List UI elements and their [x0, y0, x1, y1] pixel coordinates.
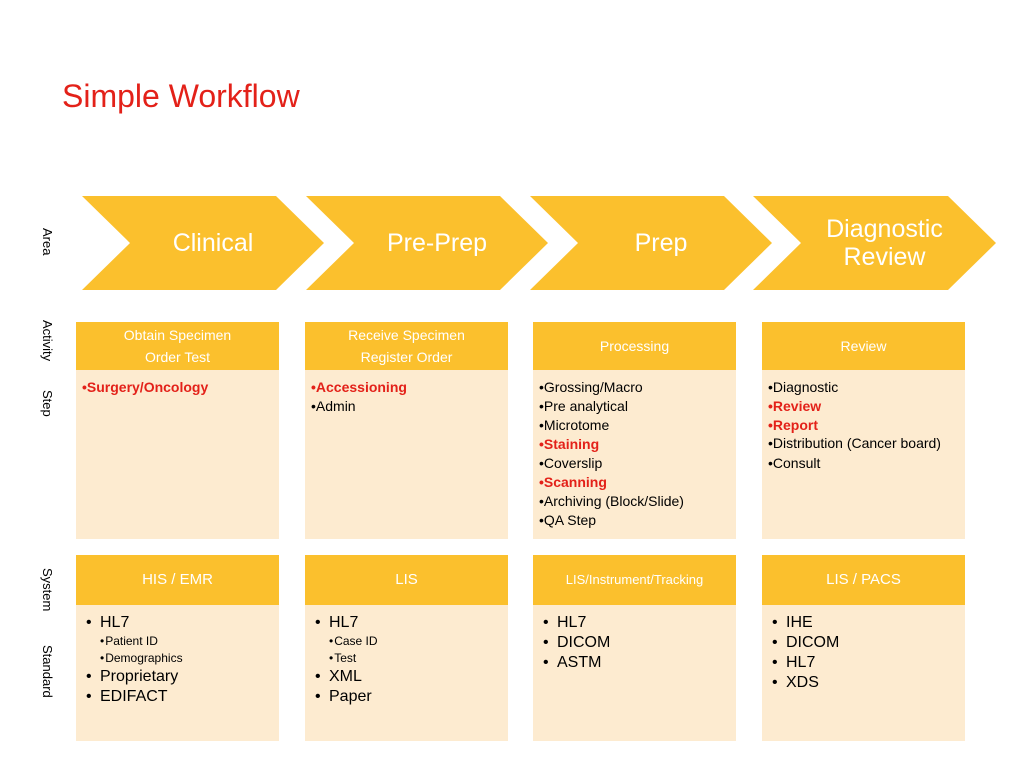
standard-item: ASTM	[543, 653, 730, 673]
standard-item: EDIFACT	[86, 687, 273, 707]
page-title: Simple Workflow	[62, 78, 300, 114]
activity-step-list: •Accessioning •Admin	[311, 378, 502, 416]
system-heading: LIS	[305, 555, 508, 605]
activity-step-list: •Diagnostic •Review •Report •Distribution (…	[768, 378, 959, 473]
standard-subitem: Case ID	[315, 633, 502, 650]
system-box: LIS HL7Case IDTestXMLPaper	[305, 555, 508, 741]
activity-step: •Scanning	[539, 474, 607, 490]
activity-step: •Microtome	[539, 417, 610, 433]
system-standard-list: IHEDICOMHL7XDS	[772, 613, 959, 693]
area-label-clinical: Clinical	[172, 229, 254, 257]
area-label-prep: Prep	[634, 229, 688, 257]
activity-step: •Coverslip	[539, 455, 603, 471]
activity-step: •Surgery/Oncology	[82, 379, 209, 395]
activity-box: Processing •Grossing/Macro •Pre analytical…	[533, 322, 736, 539]
system-box: LIS/Instrument/TrackingHL7DICOMASTM	[533, 555, 736, 741]
activity-heading-line: Order Test	[144, 349, 211, 365]
standard-subitem: Patient ID	[86, 633, 273, 650]
activity-step: •Consult	[768, 455, 821, 471]
chevron-prep	[530, 196, 772, 290]
area-label-pre-prep: Pre-Prep	[386, 229, 488, 257]
standard-item: XML	[315, 667, 502, 687]
standard-item: XDS	[772, 673, 959, 693]
activity-step: •Report	[768, 417, 819, 433]
standard-item: HL7	[543, 613, 730, 633]
system-standard-list: HL7DICOMASTM	[543, 613, 730, 673]
row-label-system: System	[40, 568, 55, 612]
standard-item: Paper	[315, 687, 502, 707]
activity-step-list: •Surgery/Oncology	[82, 378, 273, 397]
standard-item: Proprietary	[86, 667, 273, 687]
row-label-standard: Standard	[40, 645, 55, 698]
activity-step: •Grossing/Macro	[539, 379, 643, 395]
activity-step: •QA Step	[539, 512, 597, 528]
standard-item: HL7	[772, 653, 959, 673]
system-box: LIS / PACS IHEDICOMHL7XDS	[762, 555, 965, 741]
activity-heading-line: Register Order	[360, 349, 453, 365]
activity-step: •Staining	[539, 436, 600, 452]
row-label-area: Area	[40, 228, 55, 256]
activity-heading-line: Review	[840, 338, 887, 354]
activity-step: •Admin	[311, 398, 356, 414]
standard-item: IHE	[772, 613, 959, 633]
system-heading: LIS/Instrument/Tracking	[533, 555, 736, 605]
area-chevrons	[82, 196, 996, 290]
activity-box: Review •Diagnostic •Review •Report •Distribu…	[762, 322, 965, 539]
activity-step: •Pre analytical	[539, 398, 628, 414]
system-standard-list: HL7Case IDTestXMLPaper	[315, 613, 502, 707]
activity-step-list: •Grossing/Macro •Pre analytical •Microtome…	[539, 378, 730, 530]
activity-step: •Accessioning	[311, 379, 407, 395]
activity-heading-line: Processing	[599, 338, 670, 354]
activity-heading: Review	[762, 322, 965, 370]
chevron-pre-prep	[306, 196, 548, 290]
activity-step: •Review	[768, 398, 822, 414]
area-label-diagnostic-review: Diagnostic Review	[826, 215, 943, 271]
standard-item: DICOM	[543, 633, 730, 653]
chevron-clinical	[82, 196, 324, 290]
system-standard-list: HL7Patient IDDemographicsProprietaryEDIF…	[86, 613, 273, 707]
activity-step: •Archiving (Block/Slide)	[539, 493, 684, 509]
standard-subitem: Demographics	[86, 650, 273, 667]
activity-heading: Processing	[533, 322, 736, 370]
standard-item: DICOM	[772, 633, 959, 653]
activity-step: •Diagnostic	[768, 379, 839, 395]
standard-item: HL7	[315, 613, 502, 633]
activity-step: •Distribution (Cancer board)	[768, 435, 941, 451]
chevron-diagnostic-review	[753, 196, 996, 290]
standard-item: HL7	[86, 613, 273, 633]
system-heading: HIS / EMR	[76, 555, 279, 605]
row-label-activity: Activity	[40, 320, 55, 362]
system-box: HIS / EMR HL7Patient IDDemographicsPropri…	[76, 555, 279, 741]
standard-subitem: Test	[315, 650, 502, 667]
system-heading: LIS / PACS	[762, 555, 965, 605]
activity-heading-line: Obtain Specimen	[123, 327, 232, 343]
row-label-step: Step	[40, 390, 55, 417]
activity-heading-line: Receive Specimen	[348, 327, 465, 343]
